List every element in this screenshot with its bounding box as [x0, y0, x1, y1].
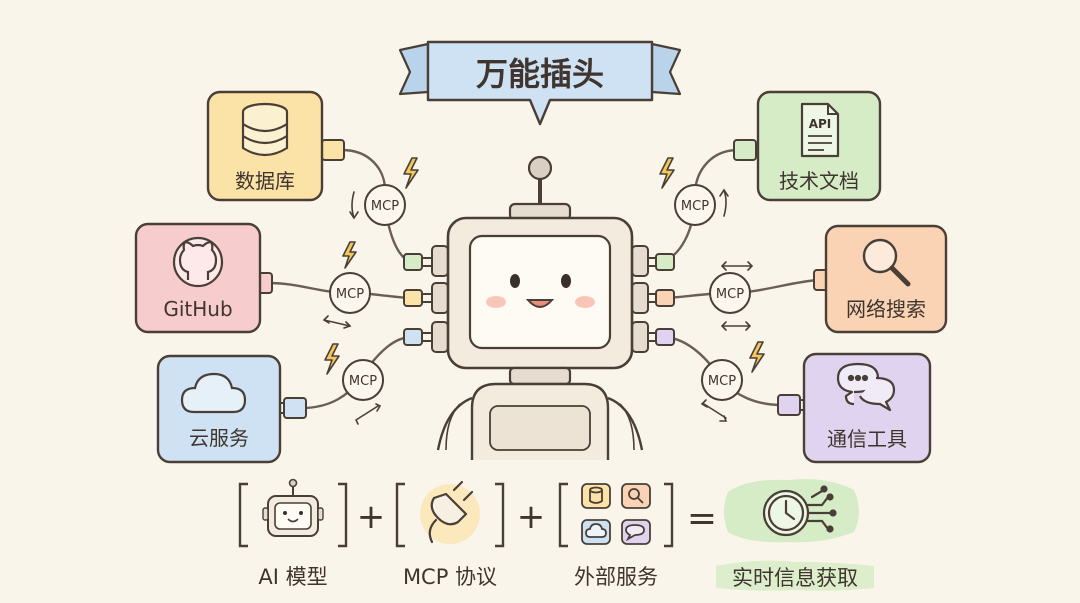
- robot-eye-left: [510, 274, 520, 288]
- plug-right-bottom: [646, 328, 675, 346]
- mcp-connector-label: MCP: [349, 374, 377, 389]
- equation-term-ai-model: AI 模型: [238, 478, 348, 589]
- cloud-icon: [585, 523, 607, 538]
- double-arrow-icon: [355, 403, 382, 425]
- service-card: [824, 224, 948, 334]
- service-websearch: 网络搜索: [824, 224, 948, 334]
- mcp-connector-comm: MCP: [701, 359, 743, 401]
- service-cloud: 云服务: [156, 354, 282, 464]
- plug-right-mid: [646, 289, 675, 307]
- service-label: 技术文档: [779, 169, 859, 193]
- lightning-icon: [324, 343, 340, 375]
- plus-sign: +: [517, 497, 546, 537]
- equation-term-external-services: 外部服务: [558, 482, 674, 589]
- robot-blush: [575, 296, 595, 308]
- mcp-connector-label: MCP: [708, 374, 736, 389]
- service-label: 云服务: [189, 426, 249, 450]
- plug-right-top: [646, 253, 675, 271]
- robot-mascot: [431, 155, 649, 460]
- title-banner: 万能插头: [398, 40, 682, 126]
- service-github: GitHub: [134, 222, 262, 334]
- result-label: 实时信息获取: [732, 566, 858, 590]
- magnifier-icon: [862, 238, 911, 287]
- flow-arrows: [322, 188, 754, 425]
- database-icon: [241, 102, 289, 157]
- equation-result: 实时信息获取: [716, 479, 874, 591]
- mcp-connector-techdocs: MCP: [674, 184, 716, 226]
- page-title: 万能插头: [476, 55, 604, 93]
- robot-screen: [468, 234, 612, 350]
- mcp-connectors: MCP MCP MCP MCP MCP MCP: [329, 184, 751, 401]
- service-card: [802, 352, 932, 464]
- plug-left-bottom: [403, 328, 432, 346]
- chat-bubbles-icon: [625, 524, 645, 542]
- plug-left-mid: [403, 289, 432, 307]
- mcp-connector-label: MCP: [336, 287, 364, 302]
- equation-label: AI 模型: [258, 565, 327, 589]
- double-arrow-icon: [700, 399, 728, 422]
- mcp-connector-cloud: MCP: [342, 359, 384, 401]
- cloud-icon: [180, 372, 247, 414]
- mcp-connector-label: MCP: [681, 199, 709, 214]
- document-icon-text: API: [809, 117, 832, 131]
- equation-label: MCP 协议: [403, 565, 497, 589]
- service-label: GitHub: [163, 297, 232, 321]
- arrow-icon: [349, 191, 359, 220]
- plus-sign: +: [357, 497, 386, 537]
- equals-sign: =: [687, 498, 717, 539]
- lightning-icon: [659, 157, 675, 189]
- equation-term-mcp-protocol: MCP 协议: [395, 480, 505, 589]
- service-label: 通信工具: [827, 427, 907, 451]
- service-grid-icon: [581, 483, 651, 545]
- lightning-bolts: [324, 157, 765, 375]
- antenna-ball: [527, 155, 553, 181]
- mcp-connector-github: MCP: [329, 272, 371, 314]
- equation-row: AI 模型 + MCP 协议 +: [238, 478, 874, 591]
- service-comm: 通信工具: [802, 352, 932, 464]
- double-arrow-icon: [720, 261, 754, 271]
- robot-mouth: [525, 299, 555, 308]
- service-label: 网络搜索: [846, 297, 926, 321]
- plug-icon: [428, 480, 474, 544]
- clock-network-icon: [762, 485, 837, 537]
- robot-blush: [486, 296, 506, 308]
- mcp-connector-websearch: MCP: [709, 272, 751, 314]
- magnifier-icon: [628, 488, 644, 504]
- equation-label: 外部服务: [574, 565, 658, 589]
- robot-side-plugs: [403, 253, 675, 346]
- lightning-icon: [749, 341, 765, 373]
- robot-icon: [262, 478, 324, 537]
- lightning-icon: [342, 241, 357, 269]
- service-database: 数据库: [206, 90, 324, 202]
- document-icon: API: [800, 102, 840, 158]
- arrow-icon: [719, 188, 729, 217]
- chat-bubbles-icon: [836, 362, 896, 412]
- mcp-connector-label: MCP: [371, 199, 399, 214]
- mcp-connector-label: MCP: [716, 287, 744, 302]
- github-icon: [172, 236, 224, 288]
- double-arrow-icon: [720, 321, 752, 331]
- robot-eye-right: [561, 274, 571, 288]
- plug-left-top: [403, 253, 432, 271]
- mcp-connector-database: MCP: [364, 184, 406, 226]
- service-label: 数据库: [235, 169, 295, 193]
- double-arrow-icon: [322, 315, 352, 329]
- lightning-icon: [403, 157, 419, 189]
- service-techdocs: API 技术文档: [756, 90, 882, 202]
- database-icon: [589, 486, 603, 504]
